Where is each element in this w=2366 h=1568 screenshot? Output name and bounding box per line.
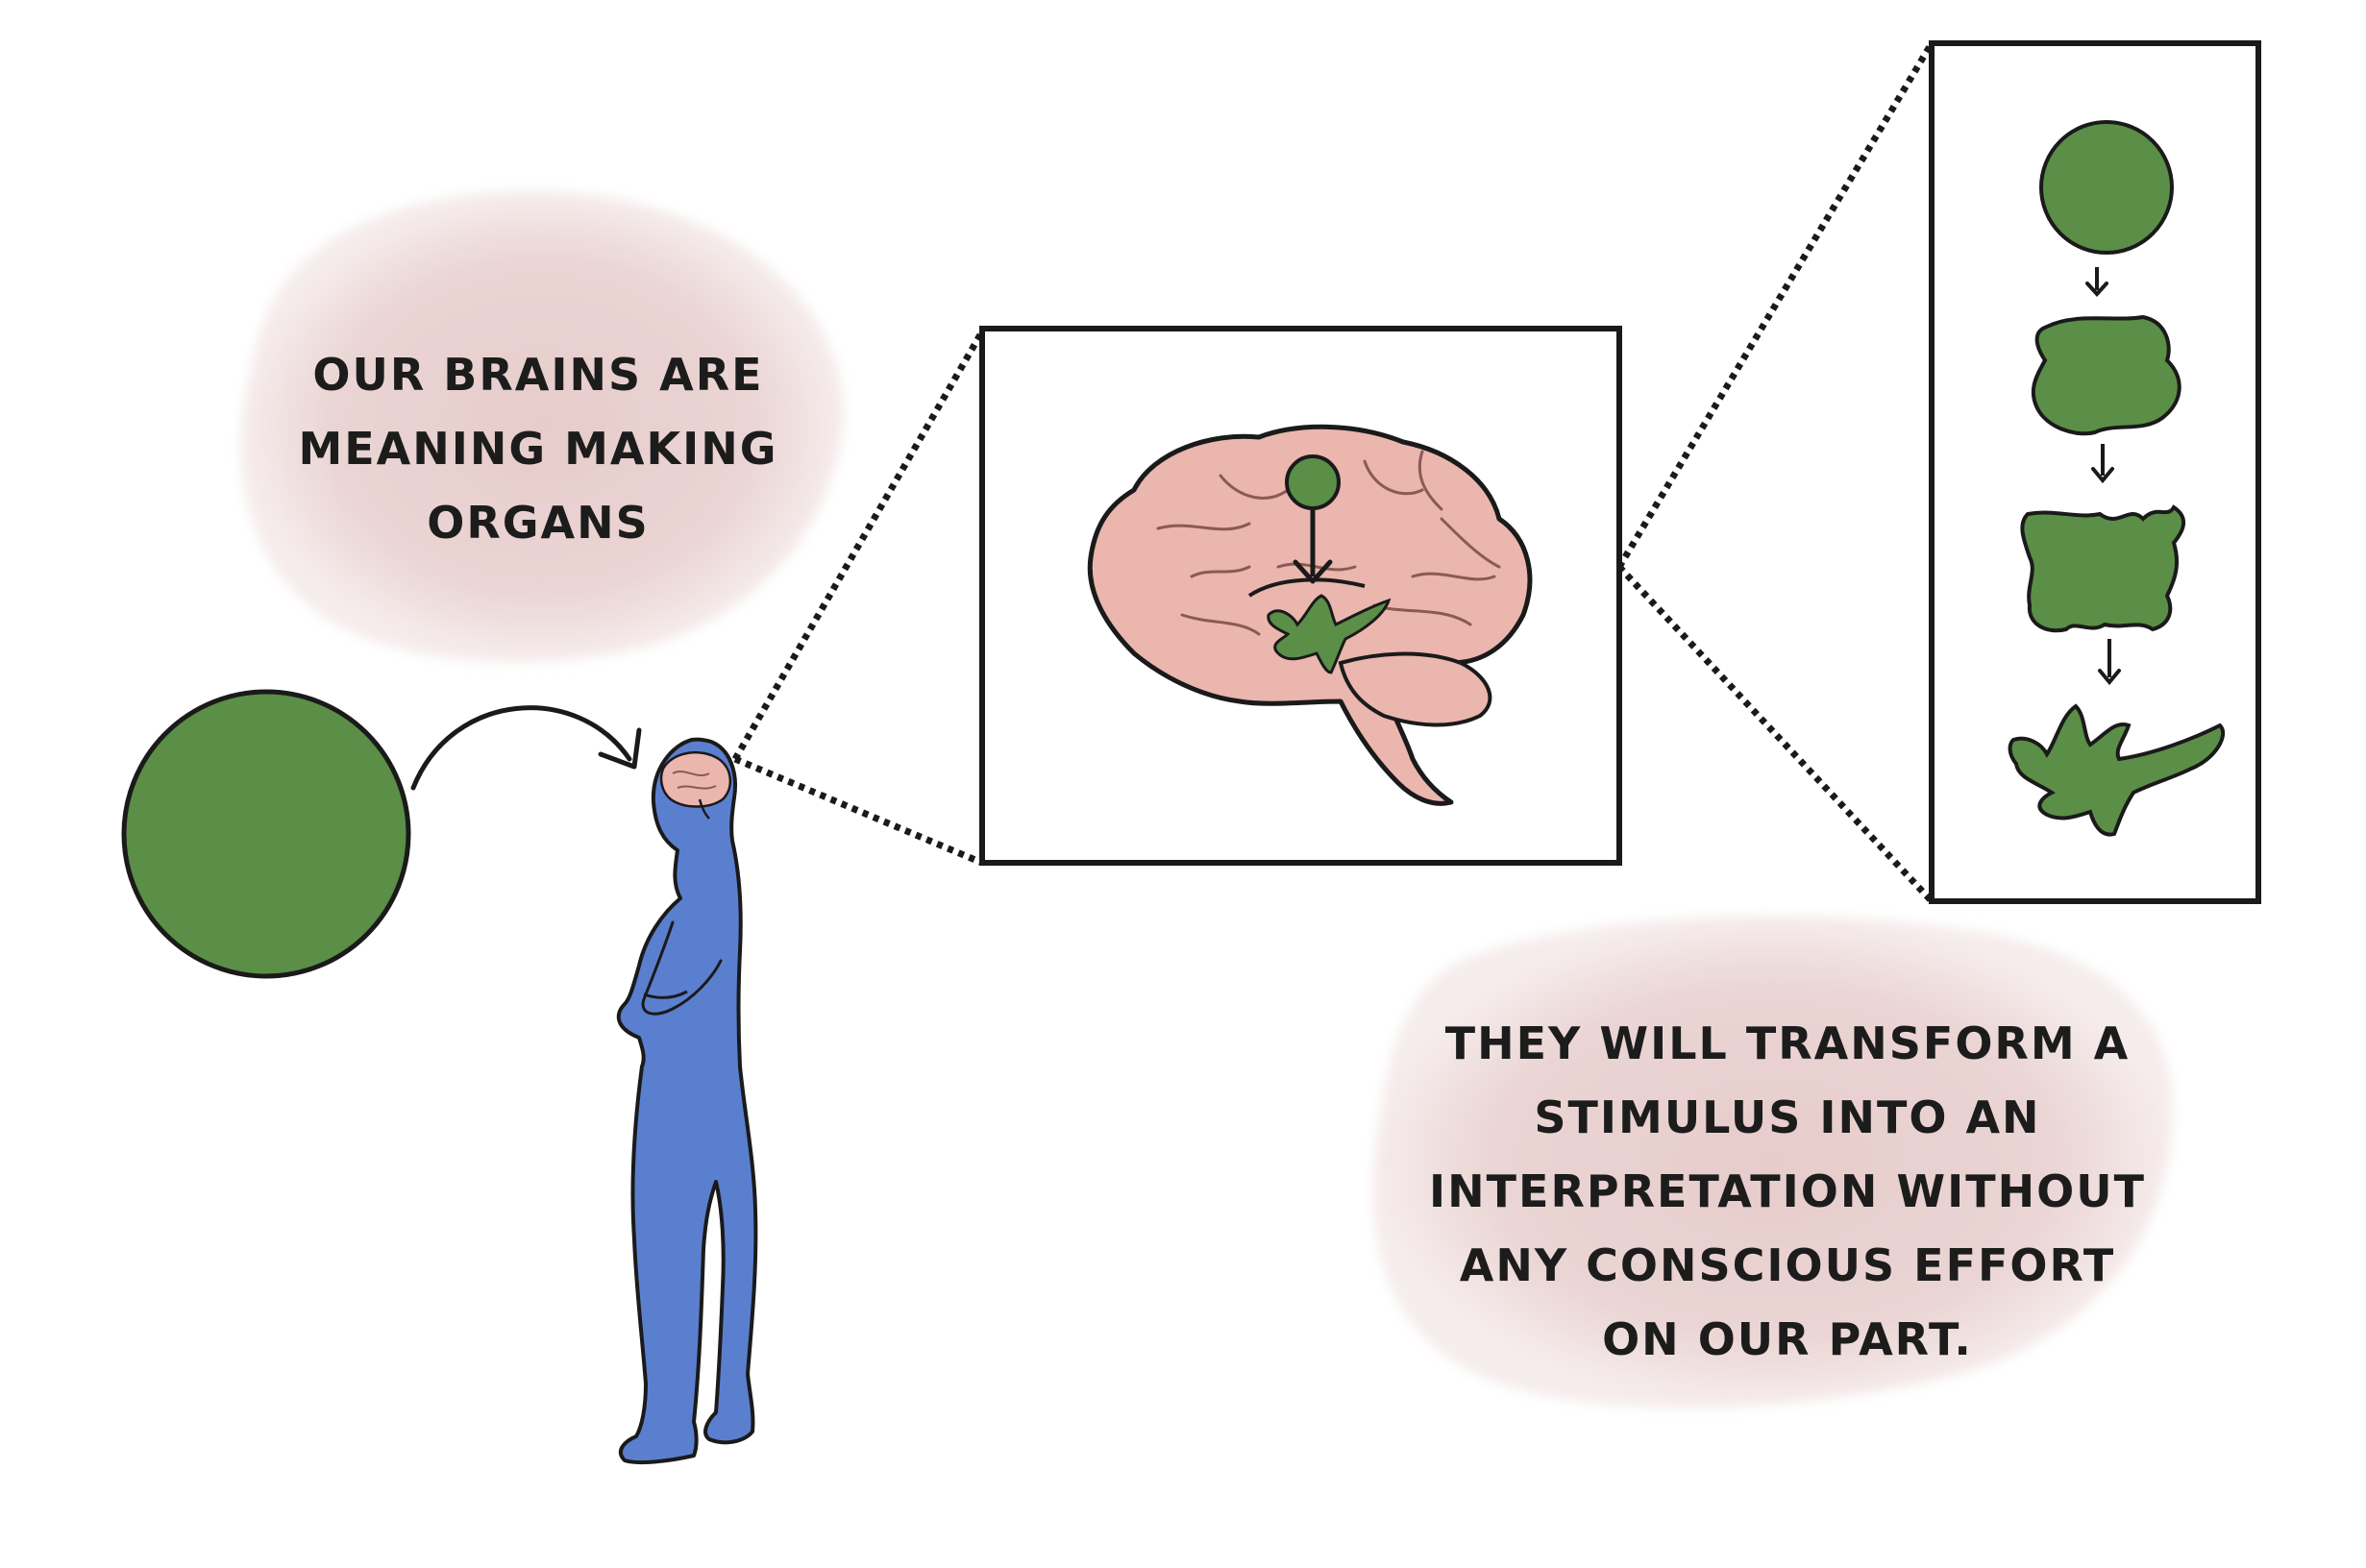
person-icon xyxy=(616,737,758,1465)
bottom-caption-line: STIMULUS INTO AN xyxy=(1534,1091,2041,1143)
stage-rounded-blob-icon xyxy=(2031,314,2181,436)
bottom-caption-line: INTERPRETATION WITHOUT xyxy=(1429,1165,2146,1217)
top-caption-line: MEANING MAKING xyxy=(298,423,778,475)
transformation-sequence xyxy=(2008,120,2226,837)
stage-irregular-shape-icon xyxy=(2008,703,2226,837)
top-caption-line: ORGANS xyxy=(427,497,650,549)
top-caption: OUR BRAINS ARE MEANING MAKING ORGANS xyxy=(240,338,836,560)
top-caption-line: OUR BRAINS ARE xyxy=(312,349,764,401)
bottom-caption: THEY WILL TRANSFORM A STIMULUS INTO AN I… xyxy=(1365,1007,2210,1377)
bottom-caption-line: THEY WILL TRANSFORM A xyxy=(1444,1017,2131,1069)
stage-jagged-blob-icon xyxy=(2020,504,2186,633)
zoom-line-lower xyxy=(733,755,984,867)
bottom-caption-line: ANY CONSCIOUS EFFORT xyxy=(1459,1239,2116,1291)
brain-interpretation-shape-icon xyxy=(1267,594,1392,674)
top-caption-cloud xyxy=(240,190,844,663)
curved-arrow-head-icon xyxy=(598,727,642,770)
stage-circle-icon xyxy=(2039,120,2174,255)
zoom-line-upper xyxy=(731,330,986,761)
brain-stimulus-dot-icon xyxy=(1285,454,1341,510)
small-brain-icon xyxy=(659,751,731,808)
zoom-line-right-upper xyxy=(1615,41,1935,569)
stimulus-circle-icon xyxy=(121,689,411,979)
brain-icon xyxy=(1087,424,1533,806)
bottom-caption-cloud xyxy=(1372,916,2173,1409)
zoom-line-right-lower xyxy=(1616,564,1935,904)
curved-arrow-icon xyxy=(410,705,632,791)
bottom-caption-line: ON OUR PART. xyxy=(1602,1313,1973,1365)
